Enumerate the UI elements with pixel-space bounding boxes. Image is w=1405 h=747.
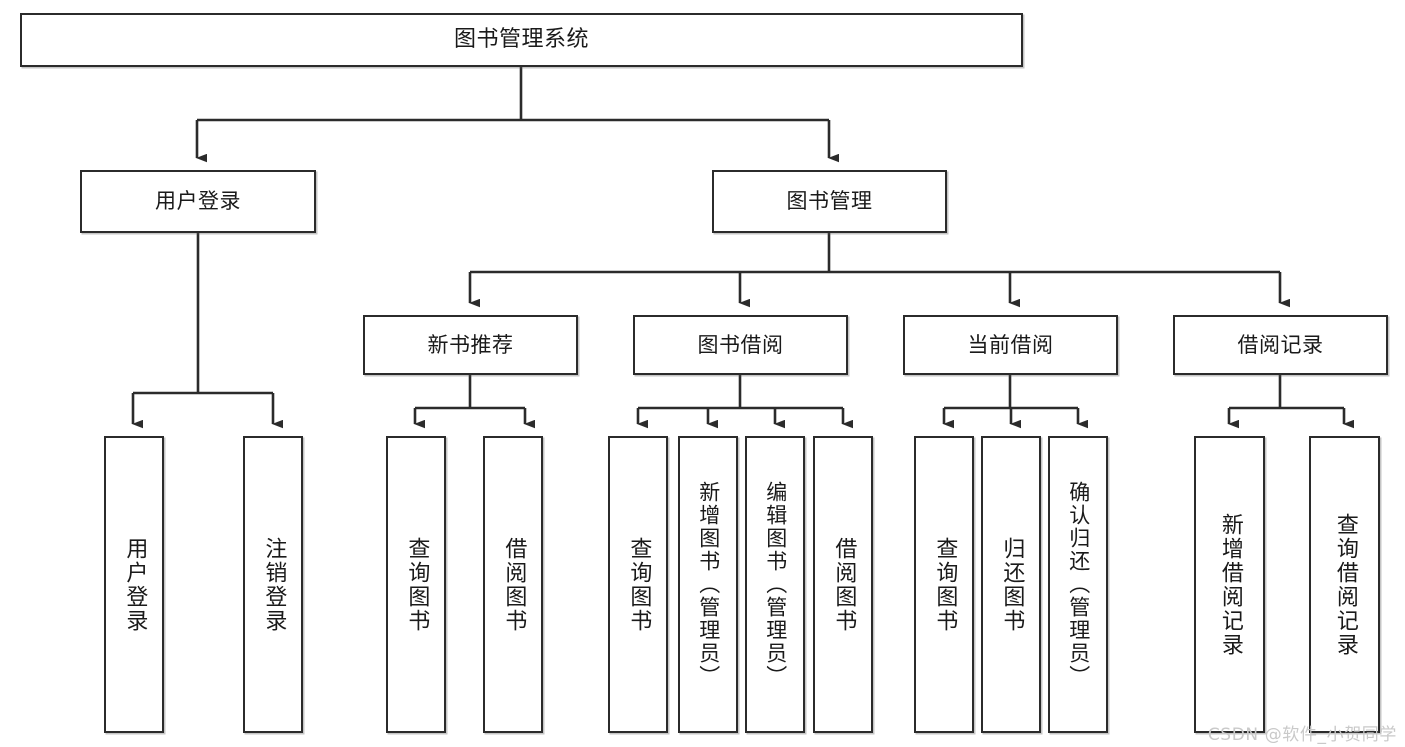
node-label: 新书推荐 <box>427 332 514 357</box>
node-current-borrow[interactable]: 当前借阅 <box>903 315 1118 375</box>
node-book-borrow[interactable]: 图书借阅 <box>633 315 848 375</box>
leaf-user-login-logout[interactable]: 注销登录 <box>243 436 303 733</box>
node-root-system[interactable]: 图书管理系统 <box>20 13 1023 67</box>
node-book-management[interactable]: 图书管理 <box>712 170 947 233</box>
leaf-user-login-login[interactable]: 用户登录 <box>104 436 164 733</box>
node-label: 查询图书 <box>626 536 652 633</box>
node-label: 图书借阅 <box>697 332 784 357</box>
node-label: 查询借阅记录 <box>1332 512 1358 657</box>
node-label: 新增图书（管理员） <box>696 481 721 688</box>
node-label: 查询图书 <box>404 536 430 633</box>
leaf-borrow-edit-book-admin[interactable]: 编辑图书（管理员） <box>745 436 805 733</box>
leaf-current-return-book[interactable]: 归还图书 <box>981 436 1041 733</box>
node-label: 编辑图书（管理员） <box>763 481 788 688</box>
leaf-recommend-borrow-book[interactable]: 借阅图书 <box>483 436 543 733</box>
node-user-login[interactable]: 用户登录 <box>80 170 316 233</box>
node-label: 图书管理 <box>786 189 873 214</box>
node-label: 确认归还（管理员） <box>1066 481 1091 688</box>
leaf-record-query-record[interactable]: 查询借阅记录 <box>1309 436 1380 733</box>
node-label: 查询图书 <box>932 536 958 633</box>
leaf-recommend-query-book[interactable]: 查询图书 <box>386 436 446 733</box>
node-label: 注销登录 <box>261 536 287 633</box>
node-label: 用户登录 <box>155 189 241 214</box>
leaf-record-add-record[interactable]: 新增借阅记录 <box>1194 436 1265 733</box>
leaf-current-confirm-return-admin[interactable]: 确认归还（管理员） <box>1048 436 1108 733</box>
node-borrow-record[interactable]: 借阅记录 <box>1173 315 1388 375</box>
leaf-current-query-book[interactable]: 查询图书 <box>914 436 974 733</box>
node-label: 图书管理系统 <box>453 26 589 52</box>
node-label: 当前借阅 <box>967 332 1054 357</box>
node-label: 借阅图书 <box>501 536 527 633</box>
leaf-borrow-borrow-book[interactable]: 借阅图书 <box>813 436 873 733</box>
node-label: 用户登录 <box>122 536 148 633</box>
node-new-book-recommend[interactable]: 新书推荐 <box>363 315 578 375</box>
leaf-borrow-query-book[interactable]: 查询图书 <box>608 436 668 733</box>
leaf-borrow-add-book-admin[interactable]: 新增图书（管理员） <box>678 436 738 733</box>
node-label: 借阅图书 <box>831 536 857 633</box>
node-label: 归还图书 <box>999 536 1025 633</box>
node-label: 借阅记录 <box>1237 332 1324 357</box>
node-label: 新增借阅记录 <box>1217 512 1243 657</box>
